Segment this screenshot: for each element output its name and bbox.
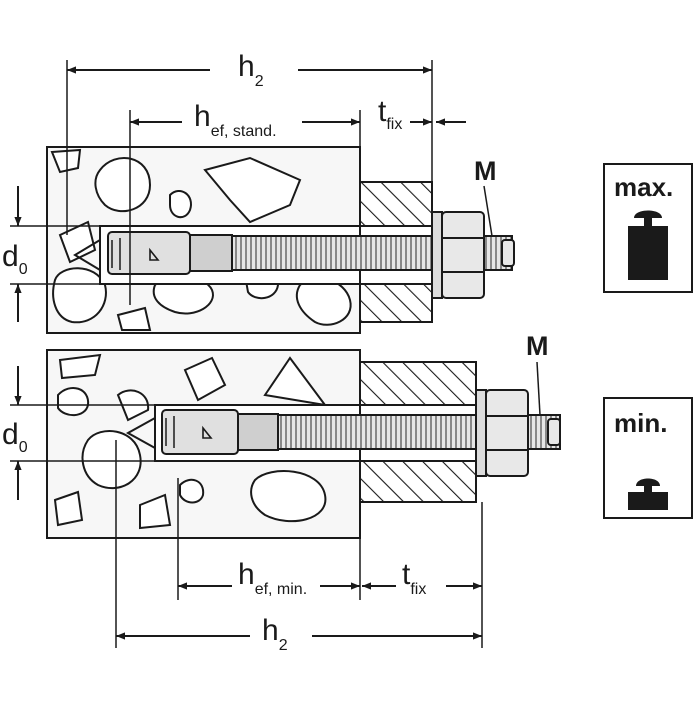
bottom-h2-label: h2 xyxy=(262,614,288,654)
bottom-thread-label: M xyxy=(526,331,549,361)
top-thread-label: M xyxy=(474,156,497,186)
top-nut xyxy=(441,211,485,299)
top-d0-label: d0 xyxy=(2,240,28,278)
bottom-threaded-rod xyxy=(277,414,477,450)
top-threaded-rod xyxy=(231,235,433,271)
triangle-mark-icon xyxy=(202,425,213,439)
min-weight-box: min. xyxy=(603,397,693,519)
max-weight-box: max. xyxy=(603,163,693,293)
top-hole-tip xyxy=(73,239,101,271)
bottom-nut xyxy=(485,389,529,477)
max-label: max. xyxy=(614,172,673,202)
top-washer xyxy=(431,211,443,299)
top-h2-label: h2 xyxy=(238,50,264,90)
bottom-d0-label: d0 xyxy=(2,418,28,456)
bottom-tfix-label: tfix xyxy=(402,558,426,598)
bottom-assembly: d0 hef, min. tfix h2 M xyxy=(2,331,561,654)
bottom-anchor-bolt xyxy=(161,389,561,477)
top-anchor-bolt xyxy=(107,211,515,299)
bottom-hef-min-label: hef, min. xyxy=(238,558,307,598)
top-hef-stand-label: hef, stand. xyxy=(194,100,277,140)
weight-icon xyxy=(628,210,668,280)
bottom-hole-tip xyxy=(125,417,156,449)
weight-icon xyxy=(628,478,668,510)
min-label: min. xyxy=(614,408,667,438)
top-assembly: h2 hef, stand. tfix d0 M xyxy=(2,50,515,334)
bottom-washer xyxy=(475,389,487,477)
triangle-mark-icon xyxy=(149,247,160,261)
top-tfix-label: tfix xyxy=(378,95,402,133)
